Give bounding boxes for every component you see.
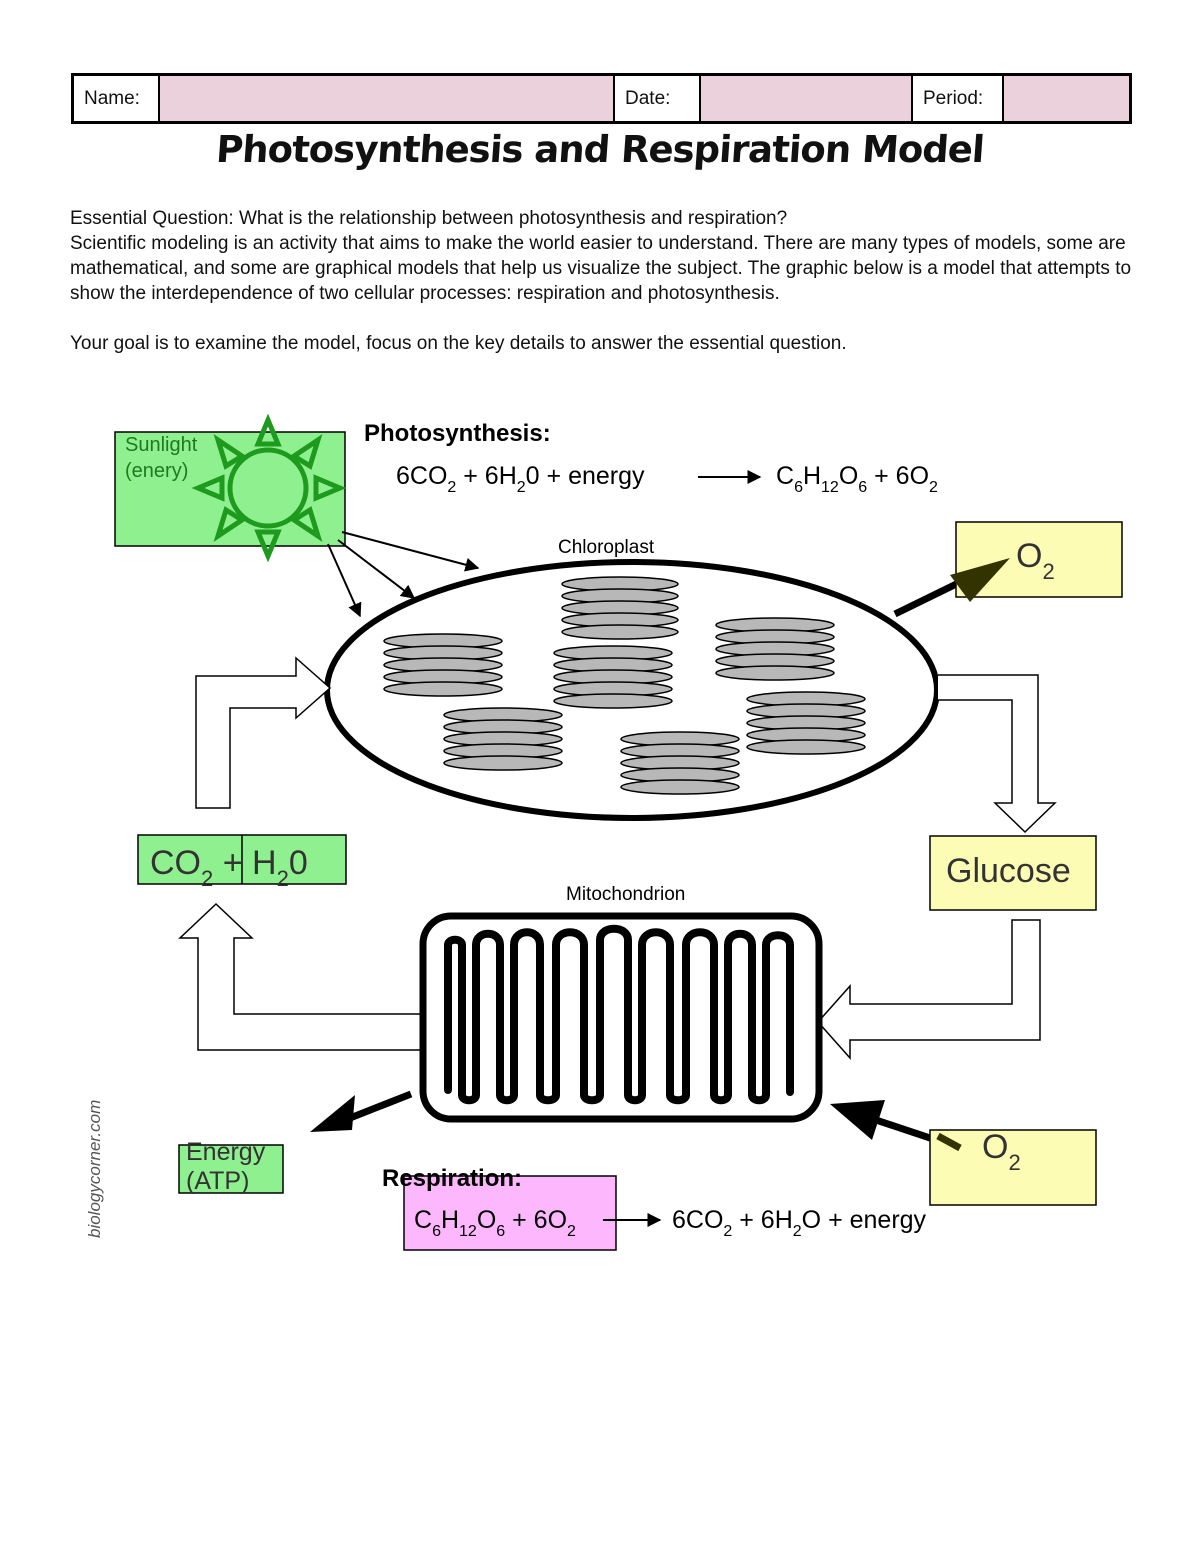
granum	[443, 707, 563, 771]
oxygen-in-box	[929, 1129, 1097, 1206]
photosynthesis-label: Photosynthesis:	[364, 420, 551, 447]
sunlight-label: Sunlight	[125, 434, 198, 456]
thylakoid-stacks	[383, 576, 866, 795]
energy-arrow	[343, 1090, 413, 1124]
granum	[620, 731, 740, 795]
respiration-reactants-box	[403, 1175, 617, 1251]
energy-box	[178, 1144, 284, 1194]
goal-text: Your goal is to examine the model, focus…	[70, 333, 847, 354]
granum	[383, 633, 503, 697]
chloroplast-to-glucose-arrow	[938, 674, 1057, 834]
period-field[interactable]	[1004, 76, 1129, 121]
oxygen-out-arrowhead	[950, 558, 1010, 602]
granum	[553, 645, 673, 709]
svg-text:6CO2 + 6H2O + energy: 6CO2 + 6H2O + energy	[672, 1206, 927, 1240]
granum	[715, 617, 835, 681]
name-field[interactable]	[160, 76, 615, 121]
energy-arrowhead	[310, 1095, 355, 1132]
glucose-to-mitochondrion-arrow	[816, 919, 1041, 1060]
intro-paragraph: Scientific modeling is an activity that …	[70, 233, 1132, 304]
essential-question: Essential Question: What is the relation…	[70, 208, 788, 229]
glucose-label: Glucose	[946, 852, 1071, 890]
photosynthesis-equation: 6CO2 + 6H20 + energy C6H12O6 + 6O2	[396, 462, 938, 496]
energy-sub-label: (ATP)	[186, 1167, 249, 1195]
sun-icon	[191, 413, 347, 563]
cristae	[444, 924, 794, 1105]
svg-text:6CO2 + 6H20 + energy: 6CO2 + 6H20 + energy	[396, 462, 645, 496]
period-label: Period:	[913, 76, 1004, 121]
student-info-header: Name: Date: Period:	[71, 73, 1132, 124]
oxygen-in-arrowhead	[830, 1100, 885, 1140]
intro-text: Essential Question: What is the relation…	[70, 206, 1140, 356]
granum	[561, 576, 679, 640]
mitochondrion-label: Mitochondrion	[566, 884, 685, 905]
date-label: Date:	[615, 76, 701, 121]
credit-text: biologycorner.com	[85, 1100, 104, 1238]
respiration-label: Respiration:	[382, 1165, 522, 1192]
glucose-box	[929, 835, 1097, 911]
mitochondrion	[419, 912, 823, 1123]
sunlight-arrows	[327, 531, 480, 618]
name-label: Name:	[74, 76, 160, 121]
date-field[interactable]	[701, 76, 913, 121]
co2-to-chloroplast-arrow	[195, 656, 332, 809]
chloroplast-label: Chloroplast	[558, 537, 655, 558]
energy-label: Energy	[186, 1138, 266, 1166]
mitochondrion-to-co2-arrow	[178, 902, 423, 1051]
sunlight-sub-label: (enery)	[125, 460, 188, 482]
granum	[746, 691, 866, 755]
svg-text:C6H12O6 + 6O2: C6H12O6 + 6O2	[776, 462, 938, 496]
